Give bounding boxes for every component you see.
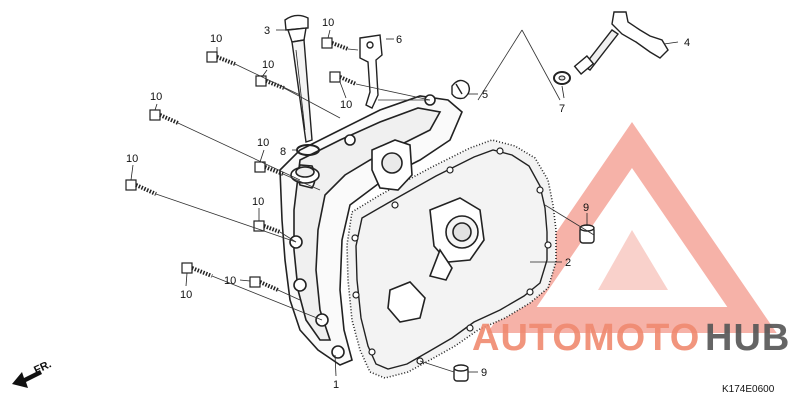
bolt-2 — [255, 75, 285, 90]
cable-part — [573, 11, 669, 75]
callout-10-f: 10 — [257, 137, 269, 149]
bolt-6 — [254, 161, 284, 176]
crankcase-cover-part — [279, 94, 485, 366]
watermark-text: AUTOMOTO HUB — [472, 317, 790, 359]
callout-7: 7 — [559, 103, 565, 115]
callout-10-g: 10 — [126, 153, 138, 165]
callout-10-b: 10 — [262, 59, 274, 71]
bolt-9 — [181, 262, 213, 278]
callout-3: 3 — [264, 25, 270, 37]
bolt-7 — [125, 179, 157, 196]
callout-9-lower: 9 — [481, 367, 487, 379]
callout-labels: 3 6 5 4 7 8 1 2 9 9 10 10 10 10 10 10 10… — [126, 17, 690, 391]
callout-9-upper: 9 — [583, 202, 589, 214]
clip-part — [451, 79, 471, 100]
callout-1: 1 — [333, 379, 339, 391]
callout-10-j: 10 — [224, 275, 236, 287]
watermark-logo — [487, 122, 777, 333]
callout-8: 8 — [280, 146, 286, 158]
callout-10-h: 10 — [252, 196, 264, 208]
watermark-brand-part2: HUB — [705, 317, 790, 359]
alignment-lines — [155, 29, 595, 373]
callout-10-c: 10 — [322, 17, 334, 29]
callout-10-e: 10 — [150, 91, 162, 103]
callout-5: 5 — [482, 89, 488, 101]
dowel-pin-upper — [579, 224, 595, 244]
callout-10-i: 10 — [180, 289, 192, 301]
bolt-10 — [249, 276, 279, 292]
callout-10-a: 10 — [210, 33, 222, 45]
bolt-1 — [206, 51, 236, 66]
part-code: K174E0600 — [722, 384, 775, 395]
bolt-4 — [329, 71, 357, 86]
bolt-3 — [321, 37, 349, 51]
bolt-8 — [253, 220, 281, 234]
leader-lines — [130, 29, 679, 377]
seal-part — [553, 71, 571, 85]
watermark-brand-part1: AUTOMOTO — [472, 317, 700, 359]
dowel-pin-lower — [453, 364, 469, 382]
bolt-5 — [149, 109, 179, 125]
callout-2: 2 — [565, 257, 571, 269]
dipstick-part — [284, 14, 313, 143]
callout-6: 6 — [396, 34, 402, 46]
front-direction-marker: FR. — [12, 358, 53, 388]
callout-10-d: 10 — [340, 99, 352, 111]
direction-label: FR. — [32, 358, 53, 376]
bracket-part — [359, 34, 383, 109]
callout-4: 4 — [684, 37, 690, 49]
